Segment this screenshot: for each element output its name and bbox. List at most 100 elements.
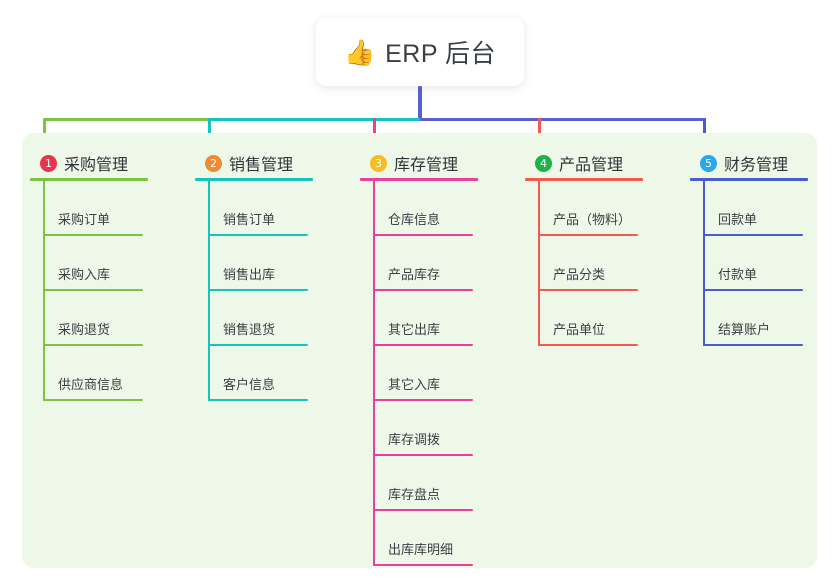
leaf-item-rule (538, 344, 638, 346)
leaf-item[interactable]: 产品库存 (373, 236, 473, 291)
leaf-item-label: 供应商信息 (58, 377, 124, 392)
leaf-item-rule (703, 289, 803, 291)
leaf-item-label: 库存盘点 (388, 487, 441, 502)
leaf-item[interactable]: 库存调拨 (373, 401, 473, 456)
root-node-card[interactable]: 👍 ERP 后台 (316, 18, 524, 86)
branch-number-badge: 4 (535, 154, 552, 172)
root-stem (418, 86, 422, 121)
branch-header-rule (690, 178, 808, 181)
bus-segment-1 (44, 118, 209, 121)
branch-spine (703, 181, 705, 346)
branch-number-badge: 3 (370, 154, 387, 172)
branch-column-1: 1 采购管理采购订单采购入库采购退货供应商信息 (30, 145, 148, 401)
branch-header-5[interactable]: 5 财务管理 (690, 145, 788, 181)
leaf-item[interactable]: 出库库明细 (373, 511, 473, 566)
branch-header-2[interactable]: 2 销售管理 (195, 145, 293, 181)
leaf-item-label: 销售出库 (223, 267, 276, 282)
leaf-item[interactable]: 仓库信息 (373, 181, 473, 236)
branch-column-3: 3 库存管理仓库信息产品库存其它出库其它入库库存调拨库存盘点出库库明细 (360, 145, 478, 566)
leaf-item-rule (208, 344, 308, 346)
leaf-item-rule (43, 399, 143, 401)
leaf-item[interactable]: 付款单 (703, 236, 803, 291)
leaf-item[interactable]: 供应商信息 (43, 346, 143, 401)
branch-number-badge: 2 (205, 154, 222, 172)
leaf-item-label: 库存调拨 (388, 432, 441, 447)
branch-spine (538, 181, 540, 346)
leaf-item-rule (703, 234, 803, 236)
branch-header-rule (360, 178, 478, 181)
leaf-item-label: 采购订单 (58, 212, 111, 227)
leaf-item-rule (43, 234, 143, 236)
thumbs-up-icon: 👍 (343, 38, 376, 67)
branch-header-1[interactable]: 1 采购管理 (30, 145, 128, 181)
leaf-item-label: 产品分类 (553, 267, 606, 282)
leaf-item[interactable]: 产品单位 (538, 291, 638, 346)
leaf-item[interactable]: 其它出库 (373, 291, 473, 346)
leaf-item-label: 其它入库 (388, 377, 441, 392)
leaf-item-label: 采购入库 (58, 267, 111, 282)
branch-column-4: 4 产品管理产品（物料） 产品分类产品单位 (525, 145, 643, 346)
bus-segment-3 (420, 118, 706, 121)
leaf-item[interactable]: 回款单 (703, 181, 803, 236)
leaf-item[interactable]: 采购订单 (43, 181, 143, 236)
leaf-item-rule (208, 399, 308, 401)
root-node-title: ERP 后台 (385, 40, 497, 68)
leaf-item[interactable]: 采购入库 (43, 236, 143, 291)
branch-spine (373, 181, 375, 566)
leaf-item[interactable]: 产品（物料） (538, 181, 638, 236)
leaf-item[interactable]: 销售退货 (208, 291, 308, 346)
leaf-item-label: 采购退货 (58, 322, 111, 337)
leaf-item-rule (373, 564, 473, 566)
leaf-item-rule (373, 454, 473, 456)
branch-header-3[interactable]: 3 库存管理 (360, 145, 458, 181)
branch-title: 产品管理 (559, 157, 624, 174)
branch-title: 采购管理 (64, 157, 129, 174)
branch-header-4[interactable]: 4 产品管理 (525, 145, 623, 181)
leaf-item-rule (43, 289, 143, 291)
branch-spine (43, 181, 45, 401)
leaf-item[interactable]: 客户信息 (208, 346, 308, 401)
leaf-item-rule (208, 289, 308, 291)
branch-number-badge: 5 (700, 154, 717, 172)
leaf-item[interactable]: 销售出库 (208, 236, 308, 291)
leaf-item-rule (373, 344, 473, 346)
leaf-item-rule (373, 509, 473, 511)
leaf-item-label: 产品（物料） (553, 212, 632, 227)
leaf-item[interactable]: 销售订单 (208, 181, 308, 236)
branch-header-rule (195, 178, 313, 181)
branch-column-5: 5 财务管理回款单付款单结算账户 (690, 145, 808, 346)
leaf-item-rule (43, 344, 143, 346)
branch-title: 财务管理 (724, 157, 789, 174)
branch-title: 销售管理 (229, 157, 294, 174)
leaf-item-rule (373, 234, 473, 236)
leaf-item-label: 其它出库 (388, 322, 441, 337)
branch-column-2: 2 销售管理销售订单销售出库销售退货客户信息 (195, 145, 313, 401)
leaf-item-label: 客户信息 (223, 377, 276, 392)
leaf-item[interactable]: 产品分类 (538, 236, 638, 291)
branch-number-badge: 1 (40, 154, 57, 172)
leaf-item-label: 仓库信息 (388, 212, 441, 227)
leaf-item[interactable]: 采购退货 (43, 291, 143, 346)
leaf-item-rule (373, 399, 473, 401)
branch-spine (208, 181, 210, 401)
leaf-item[interactable]: 库存盘点 (373, 456, 473, 511)
leaf-item[interactable]: 其它入库 (373, 346, 473, 401)
leaf-item-label: 付款单 (718, 267, 758, 282)
leaf-item-label: 销售订单 (223, 212, 276, 227)
bus-segment-2 (209, 118, 420, 121)
leaf-item-label: 出库库明细 (388, 542, 454, 557)
branch-header-rule (30, 178, 148, 181)
leaf-item-rule (538, 234, 638, 236)
leaf-item-rule (373, 289, 473, 291)
branches-panel (22, 133, 817, 568)
leaf-item-rule (208, 234, 308, 236)
leaf-item-label: 结算账户 (718, 322, 771, 337)
leaf-item-rule (538, 289, 638, 291)
leaf-item-label: 产品库存 (388, 267, 441, 282)
leaf-item-label: 回款单 (718, 212, 758, 227)
leaf-item-rule (703, 344, 803, 346)
leaf-item[interactable]: 结算账户 (703, 291, 803, 346)
branch-title: 库存管理 (394, 157, 459, 174)
branch-header-rule (525, 178, 643, 181)
